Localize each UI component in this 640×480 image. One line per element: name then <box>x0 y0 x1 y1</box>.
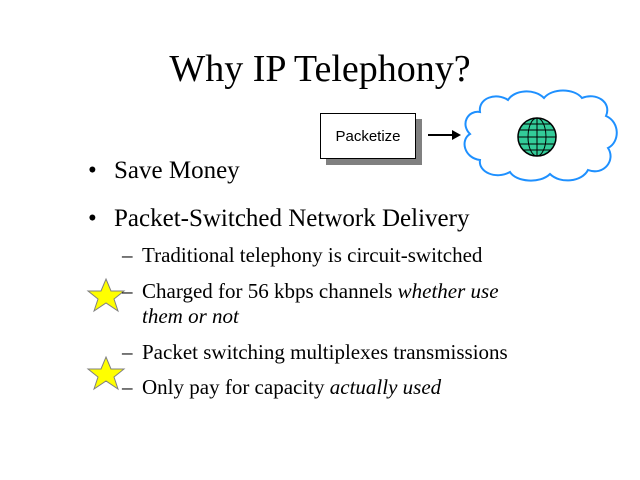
sub-bullet-plain: Only pay for capacity <box>142 375 330 399</box>
sub-bullet-marker: – <box>122 340 133 364</box>
packetize-box: Packetize <box>320 113 416 159</box>
star-icon <box>86 277 126 313</box>
sub-bullet-marker: – <box>122 279 133 303</box>
sub-bullet-italic-continuation: them or not <box>142 304 239 328</box>
packetize-label: Packetize <box>335 127 401 145</box>
sub-bullet-marker: – <box>122 243 133 267</box>
sub-bullet-italic: actually used <box>329 375 442 399</box>
bullet-text: Packet-Switched Network Delivery <box>114 205 470 232</box>
bullet-marker: • <box>88 157 97 184</box>
sub-bullet-plain: Charged for 56 kbps channels <box>142 279 398 303</box>
star-icon <box>86 355 126 391</box>
sub-bullet-marker: – <box>122 375 133 399</box>
bullet-marker: • <box>88 205 97 232</box>
sub-bullet-text: Only pay for capacity actually used <box>142 375 441 400</box>
arrow-right-icon <box>428 130 461 140</box>
sub-bullet-text: Charged for 56 kbps channels whether use <box>142 279 499 304</box>
sub-bullet-italic: whether use <box>397 279 499 303</box>
globe-icon <box>517 117 557 157</box>
sub-bullet-text: Traditional telephony is circuit-switche… <box>142 243 483 267</box>
bullet-text: Save Money <box>114 157 240 184</box>
slide-title: Why IP Telephony? <box>169 48 471 90</box>
sub-bullet-text: Packet switching multiplexes transmissio… <box>142 340 508 364</box>
